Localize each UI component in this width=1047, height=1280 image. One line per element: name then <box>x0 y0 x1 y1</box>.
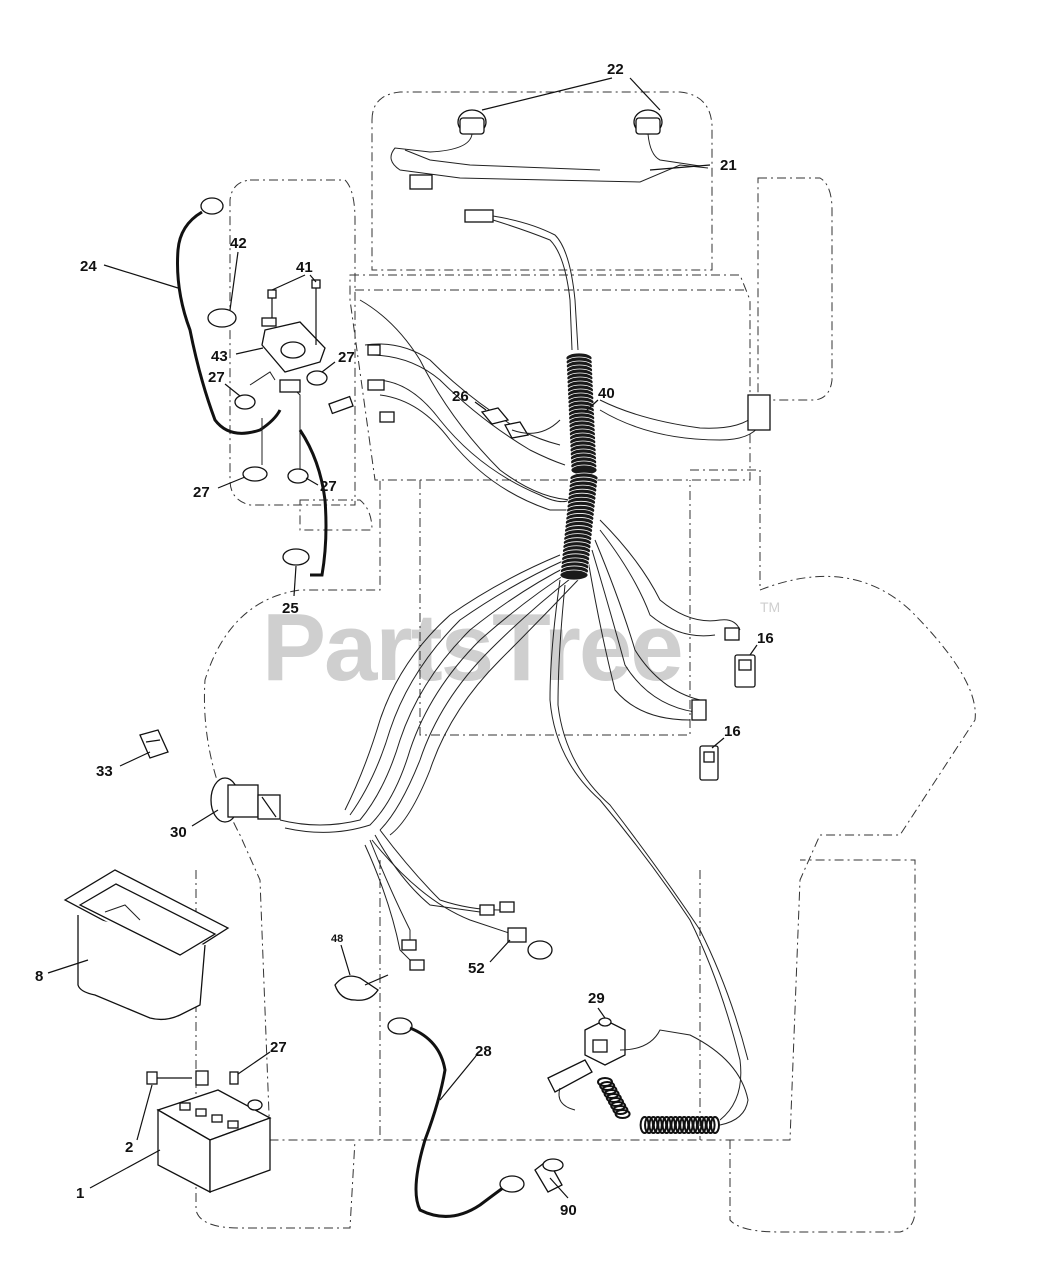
bolt-2 <box>146 1070 239 1086</box>
solenoid-assembly <box>207 279 354 577</box>
cable-28 <box>387 1017 525 1218</box>
part-48 <box>334 974 389 1001</box>
callout-29: 29 <box>588 990 605 1007</box>
callout-42: 42 <box>230 235 247 252</box>
watermark: PartsTree TM <box>262 594 780 701</box>
terminal-25 <box>282 548 310 566</box>
coil-cord <box>597 1077 720 1134</box>
main-harness <box>279 299 771 1121</box>
nut-27b <box>306 370 328 386</box>
callout-27: 27 <box>193 484 210 501</box>
conduit-40 <box>565 352 598 476</box>
switch-16 <box>699 654 756 781</box>
callout-43: 43 <box>211 348 228 365</box>
callout-21: 21 <box>720 157 737 174</box>
nut-27d <box>287 468 309 484</box>
callout-24: 24 <box>80 258 97 275</box>
conduit-40-lower <box>559 472 599 581</box>
part-29 <box>547 1017 749 1126</box>
part-33 <box>139 729 169 759</box>
callout-27: 27 <box>270 1039 287 1056</box>
part-52 <box>507 927 527 943</box>
callout-2: 2 <box>125 1139 133 1156</box>
mower-outline <box>195 91 976 1233</box>
callout-8: 8 <box>35 968 43 985</box>
callout-1: 1 <box>76 1185 84 1202</box>
headlight-assembly <box>390 109 709 190</box>
callout-labels: 22 21 24 42 41 43 27 27 27 27 26 40 25 1… <box>35 61 774 1219</box>
callout-27: 27 <box>320 478 337 495</box>
headlight-connector <box>409 174 433 190</box>
battery-box-8 <box>63 869 230 1021</box>
part-42 <box>207 308 237 328</box>
callout-48: 48 <box>331 933 343 945</box>
ignition-switch-30 <box>210 777 281 823</box>
callout-16: 16 <box>724 723 741 740</box>
watermark-trademark: TM <box>760 599 780 615</box>
ground-cable-24 <box>176 197 282 435</box>
callout-26: 26 <box>452 388 469 405</box>
callout-41: 41 <box>296 259 313 276</box>
right-connector <box>747 394 771 431</box>
nut-27a <box>234 394 256 410</box>
callout-25: 25 <box>282 600 299 617</box>
leader-lines <box>47 77 758 1199</box>
watermark-text: PartsTree <box>262 594 682 701</box>
callout-22: 22 <box>607 61 624 78</box>
callout-28: 28 <box>475 1043 492 1060</box>
callout-33: 33 <box>96 763 113 780</box>
callout-16: 16 <box>757 630 774 647</box>
part-26 <box>480 407 561 439</box>
callout-27: 27 <box>208 369 225 386</box>
nut-27c <box>242 466 268 482</box>
callout-27: 27 <box>338 349 355 366</box>
upper-connector <box>464 209 579 351</box>
callout-30: 30 <box>170 824 187 841</box>
callout-52: 52 <box>468 960 485 977</box>
battery-1 <box>156 1089 272 1194</box>
callout-40: 40 <box>598 385 615 402</box>
callout-90: 90 <box>560 1202 577 1219</box>
